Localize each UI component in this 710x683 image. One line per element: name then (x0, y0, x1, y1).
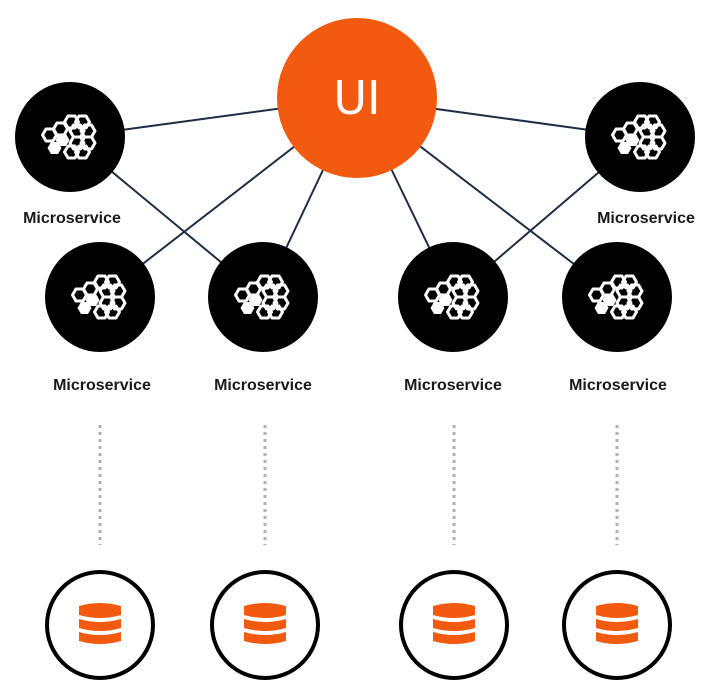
ui-node: UI (277, 18, 437, 178)
microservice-label: Microservice (53, 377, 151, 394)
microservice-label: Microservice (597, 210, 695, 227)
microservice-node (562, 242, 672, 352)
database-icon (244, 603, 286, 644)
microservice-node (15, 82, 125, 192)
microservice-label: Microservice (569, 377, 667, 394)
microservice-node (208, 242, 318, 352)
microservice-node (45, 242, 155, 352)
microservice-label: Microservice (214, 377, 312, 394)
microservice-label: Microservice (404, 377, 502, 394)
database-node (45, 570, 155, 680)
microservice-label: Microservice (23, 210, 121, 227)
microservice-node (398, 242, 508, 352)
database-node (562, 570, 672, 680)
database-icon (596, 603, 638, 644)
microservice-node (585, 82, 695, 192)
ui-label: UI (333, 71, 380, 125)
database-node (210, 570, 320, 680)
database-node (399, 570, 509, 680)
database-icon (79, 603, 121, 644)
dotted-links (98, 425, 619, 545)
database-icon (433, 603, 475, 644)
